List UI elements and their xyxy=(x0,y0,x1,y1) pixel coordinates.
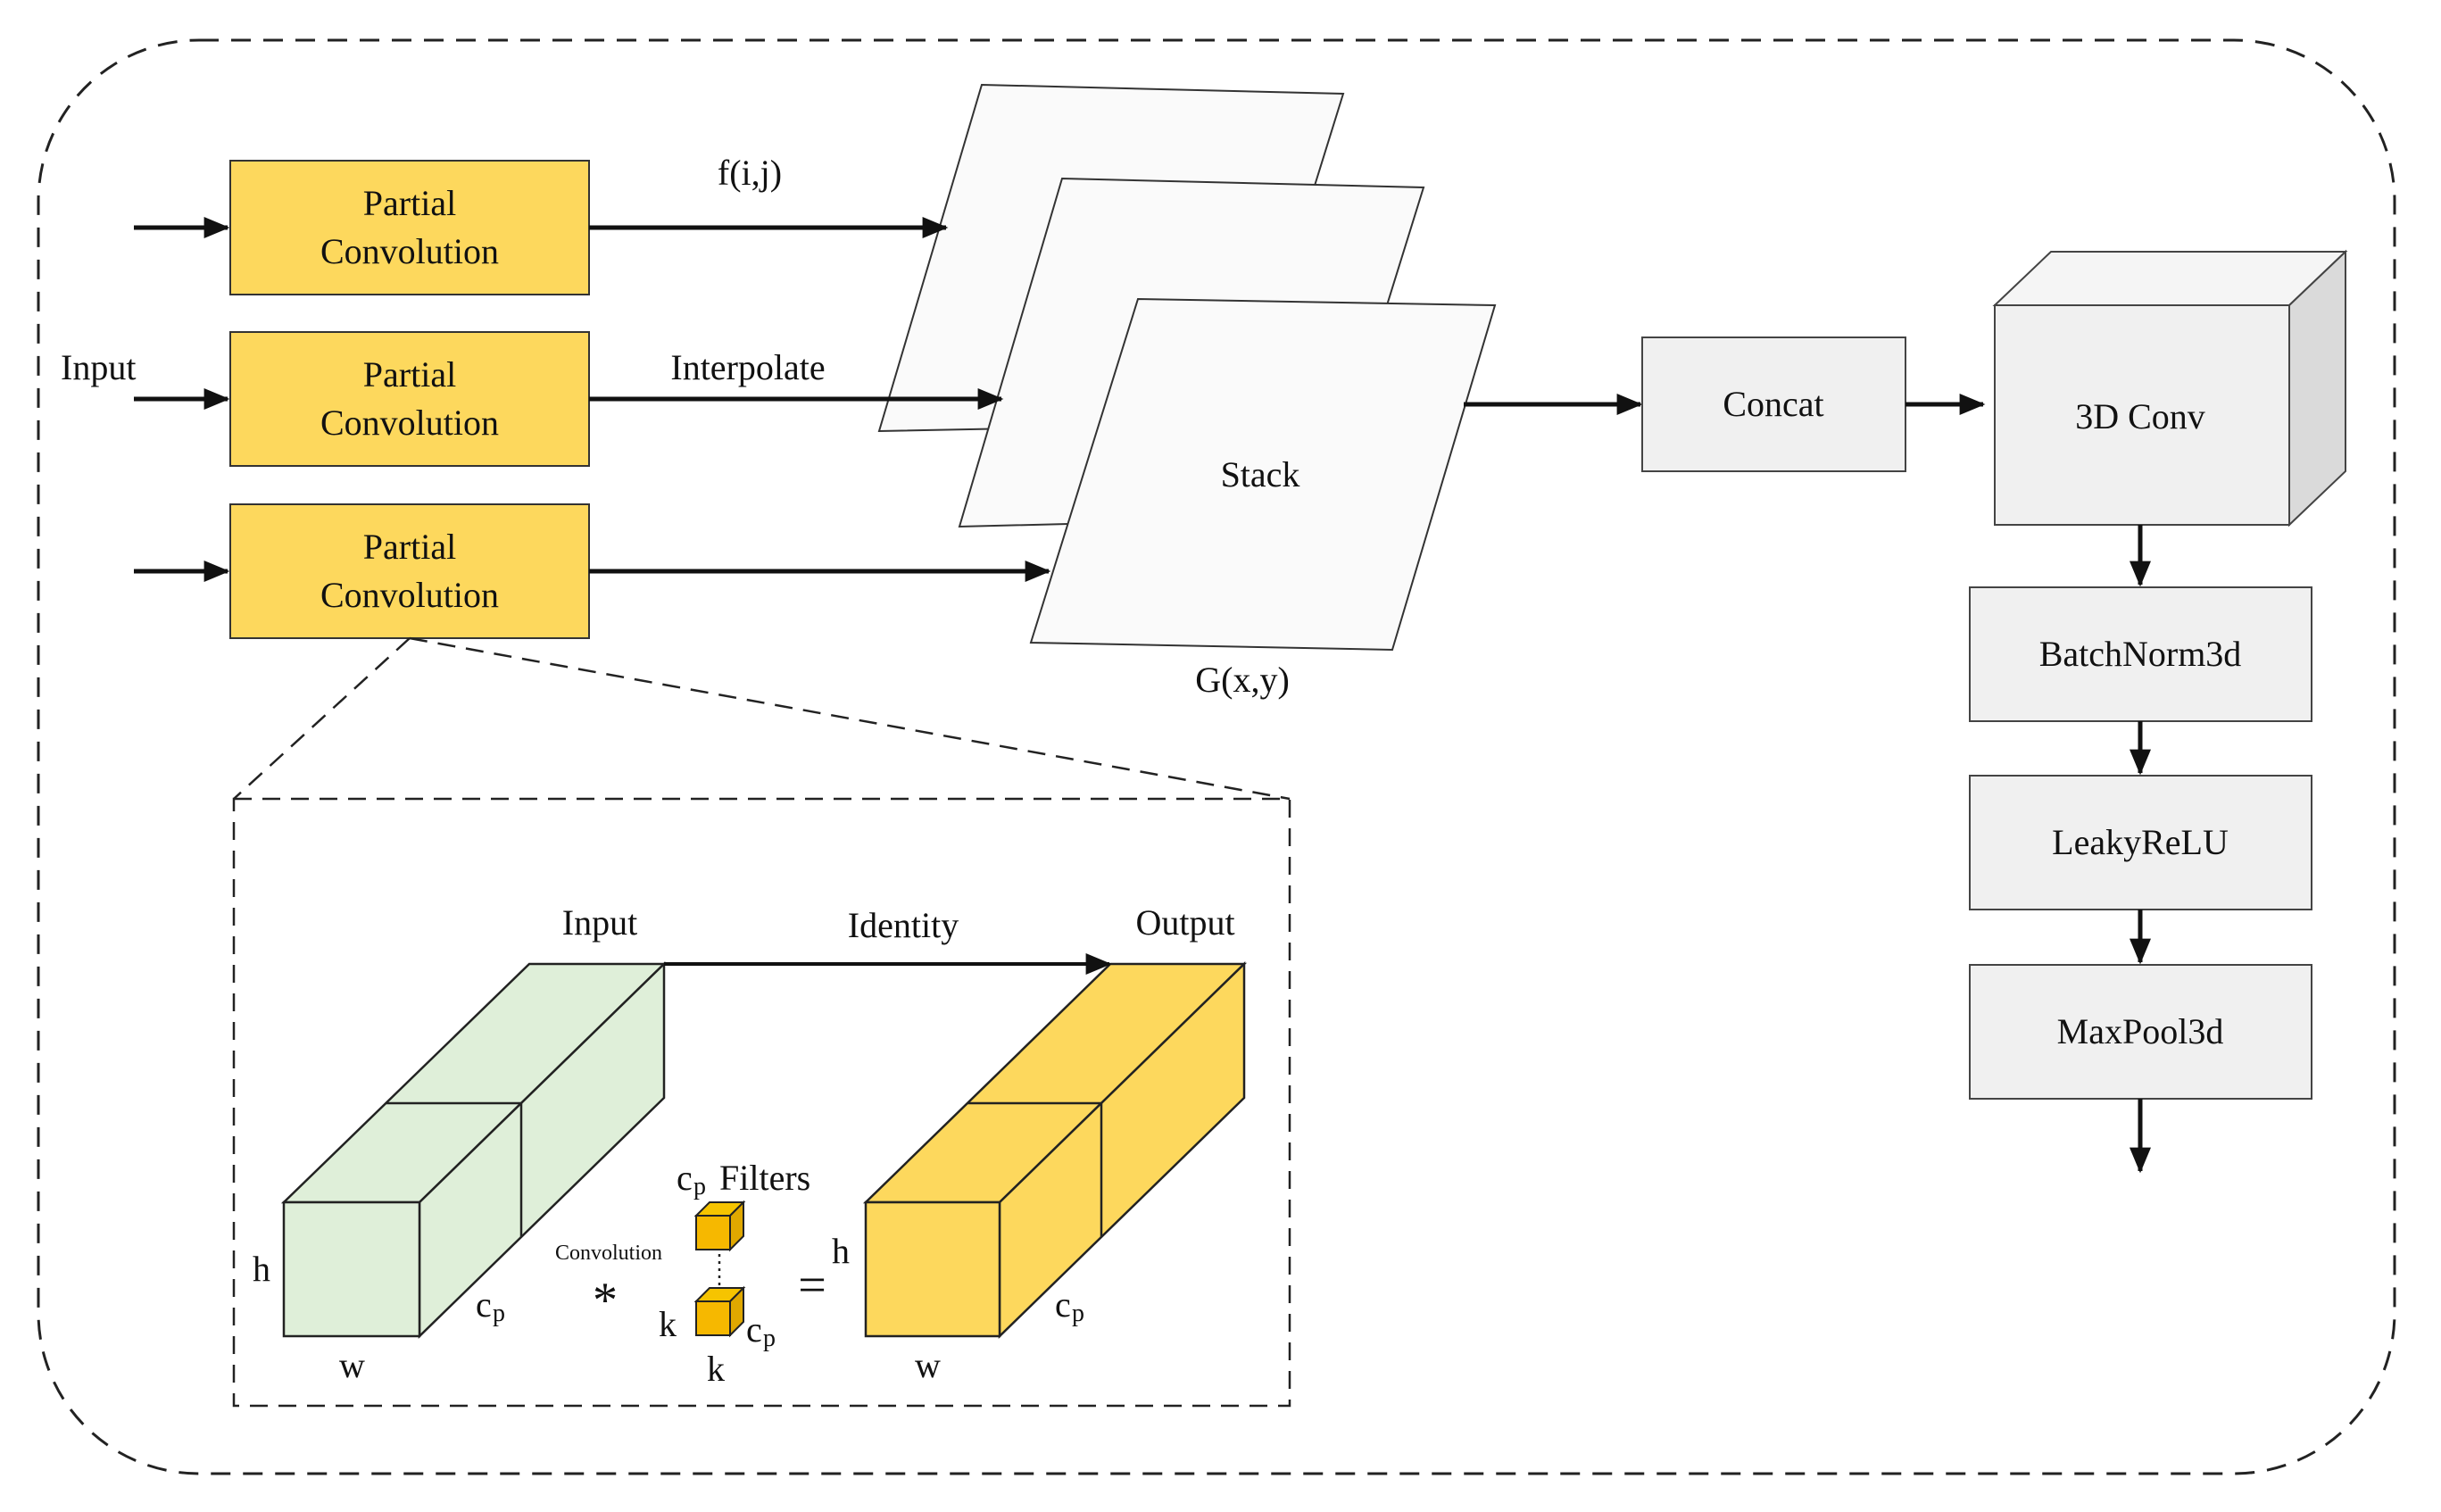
output-w-label: w xyxy=(915,1345,941,1385)
branch-label-top: f(i,j) xyxy=(718,153,782,193)
cp-filters-label: c p Filters xyxy=(677,1158,810,1200)
input-w-label: w xyxy=(339,1345,365,1385)
svg-text:Convolution: Convolution xyxy=(320,231,499,271)
svg-text:3D Conv: 3D Conv xyxy=(2075,396,2205,436)
input-cp-label: c p xyxy=(476,1284,505,1327)
partial-conv-block-bottom: Partial Convolution xyxy=(229,503,590,639)
branch-label-middle: Interpolate xyxy=(670,347,825,387)
filter-cp-label: c p xyxy=(746,1309,776,1352)
svg-text:Filters: Filters xyxy=(719,1158,810,1198)
svg-text:BatchNorm3d: BatchNorm3d xyxy=(2039,634,2242,674)
svg-text:p: p xyxy=(693,1173,706,1200)
svg-text:p: p xyxy=(493,1300,505,1327)
filter-cube-bottom xyxy=(693,1285,746,1338)
stack-caption: G(x,y) xyxy=(1195,660,1290,700)
partial-conv-block-middle: Partial Convolution xyxy=(229,331,590,467)
outer-dashed-container xyxy=(37,38,2396,1475)
input-tensor xyxy=(280,961,668,1339)
maxpool-block: MaxPool3d xyxy=(1969,964,2312,1100)
detail-dashed-box xyxy=(232,797,1291,1408)
identity-label: Identity xyxy=(848,905,959,945)
zoom-connector-left xyxy=(233,637,411,800)
svg-text:c: c xyxy=(677,1158,693,1198)
svg-text:Convolution: Convolution xyxy=(320,403,499,443)
partial-conv-block-top: Partial Convolution xyxy=(229,160,590,295)
output-tensor xyxy=(862,961,1248,1339)
output-cp-label: c p xyxy=(1055,1284,1084,1327)
svg-text:c: c xyxy=(1055,1284,1071,1325)
svg-text:c: c xyxy=(476,1284,492,1325)
convolution-label: Convolution xyxy=(555,1242,662,1265)
svg-text:Partial: Partial xyxy=(363,354,456,395)
filter-k-bottom-label: k xyxy=(707,1349,725,1389)
output-h-label: h xyxy=(832,1231,850,1271)
svg-text:LeakyReLU: LeakyReLU xyxy=(2052,822,2229,862)
concat-block: Concat xyxy=(1641,336,1906,472)
svg-text:c: c xyxy=(746,1309,762,1350)
filter-cube-top xyxy=(693,1200,746,1252)
conv3d-block: 3D Conv xyxy=(1992,249,2348,528)
stack-label: Stack xyxy=(1221,454,1300,494)
svg-text:Partial: Partial xyxy=(363,527,456,567)
input-h-label: h xyxy=(253,1249,270,1289)
equals-sign: = xyxy=(798,1258,826,1313)
svg-text:p: p xyxy=(1072,1300,1084,1327)
stack-plane-front xyxy=(1029,297,1497,652)
svg-text:Concat: Concat xyxy=(1723,384,1823,424)
leakyrelu-block: LeakyReLU xyxy=(1969,775,2312,910)
batchnorm-block: BatchNorm3d xyxy=(1969,586,2312,722)
svg-text:p: p xyxy=(763,1325,776,1352)
convolution-operator: * xyxy=(593,1273,618,1328)
zoom-connector-right xyxy=(409,636,1291,801)
svg-text:Partial: Partial xyxy=(363,183,456,223)
svg-text:MaxPool3d: MaxPool3d xyxy=(2057,1011,2224,1051)
svg-text:Convolution: Convolution xyxy=(320,575,499,615)
detail-input-label: Input xyxy=(562,902,637,943)
output-label: Output xyxy=(1135,902,1234,943)
input-label: Input xyxy=(61,347,136,387)
filter-k-left-label: k xyxy=(659,1304,677,1344)
